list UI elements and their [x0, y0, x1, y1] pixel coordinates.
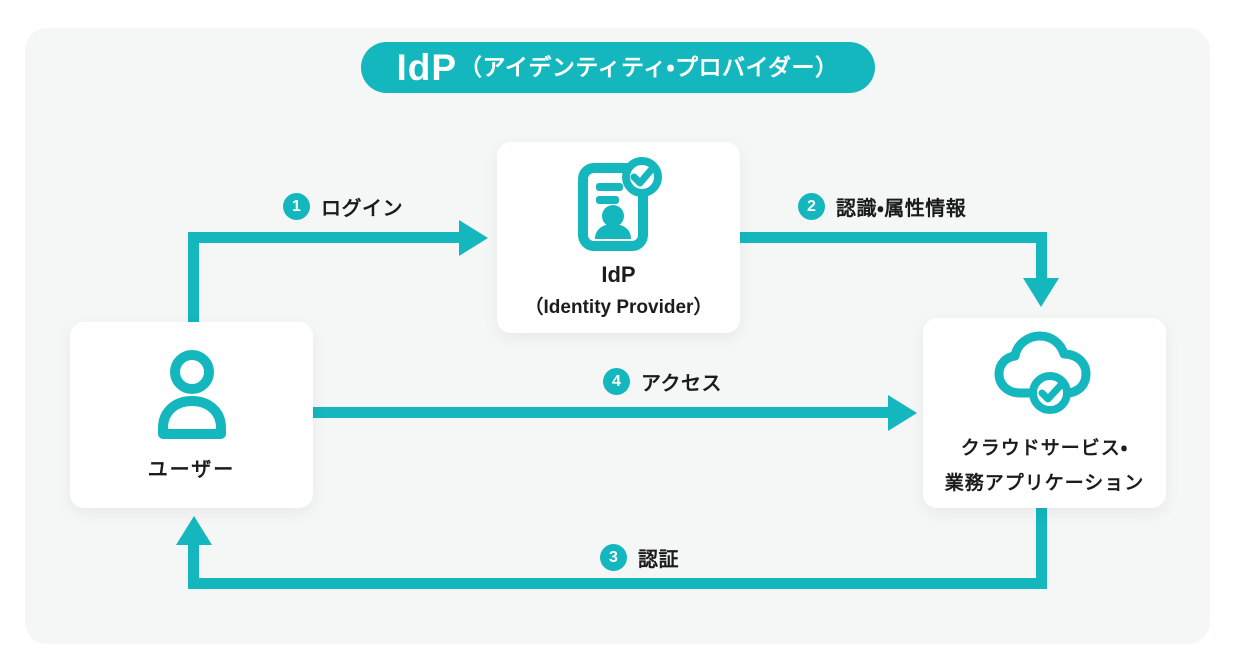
- arrow-access-horizontal-segment: [313, 407, 889, 418]
- arrow-auth-left-vertical-segment: [188, 543, 199, 583]
- flow-label-text: ログイン: [321, 198, 403, 220]
- arrow-login-arrowhead-icon: [459, 220, 488, 256]
- arrow-attributes-vertical-segment: [1036, 232, 1047, 279]
- node-idp: IdP （Identity Provider）: [497, 142, 740, 333]
- flow-number-badge: 4: [603, 368, 630, 395]
- diagram-title-main: IdP: [396, 47, 458, 88]
- node-idp-label-line1: IdP: [601, 262, 636, 287]
- node-cloud-label-line2: 業務アプリケーション: [944, 473, 1145, 494]
- flow-label-text: アクセス: [641, 373, 722, 395]
- flow-label-attributes: 2 認識・属性情報: [798, 192, 966, 221]
- flow-number-badge: 1: [283, 193, 310, 220]
- node-user: ユーザー: [70, 322, 313, 508]
- flow-label-access: 4 アクセス: [603, 367, 722, 396]
- arrow-auth-arrowhead-icon: [176, 516, 212, 545]
- arrow-auth-bottom-horizontal-segment: [188, 578, 1047, 589]
- arrow-auth-right-vertical-segment: [1036, 508, 1047, 589]
- flow-label-auth: 3 認証: [600, 543, 679, 572]
- flow-label-text: 認識・属性情報: [836, 198, 967, 220]
- flow-label-text: 認証: [638, 549, 679, 571]
- arrow-login-vertical-segment: [188, 237, 199, 325]
- arrow-attributes-horizontal-segment: [740, 232, 1037, 243]
- node-cloud: クラウドサービス・ 業務アプリケーション: [923, 318, 1166, 508]
- arrow-access-arrowhead-icon: [888, 395, 917, 431]
- flow-number-badge: 3: [600, 544, 627, 571]
- diagram-title-sub: （アイデンティティ・プロバイダー）: [459, 54, 839, 80]
- node-cloud-label-line1: クラウドサービス・: [960, 438, 1129, 459]
- flow-number-badge: 2: [798, 193, 825, 220]
- arrow-attributes-arrowhead-icon: [1023, 278, 1059, 307]
- person-icon: [154, 349, 230, 439]
- flow-label-login: 1 ログイン: [283, 192, 403, 221]
- diagram-title-pill: IdP （アイデンティティ・プロバイダー）: [360, 42, 875, 93]
- id-card-check-icon: [575, 156, 663, 252]
- node-idp-label-line2: （Identity Provider）: [524, 297, 713, 318]
- arrow-login-horizontal-segment: [188, 232, 460, 243]
- cloud-check-icon: [993, 331, 1097, 417]
- node-user-label: ユーザー: [147, 458, 236, 481]
